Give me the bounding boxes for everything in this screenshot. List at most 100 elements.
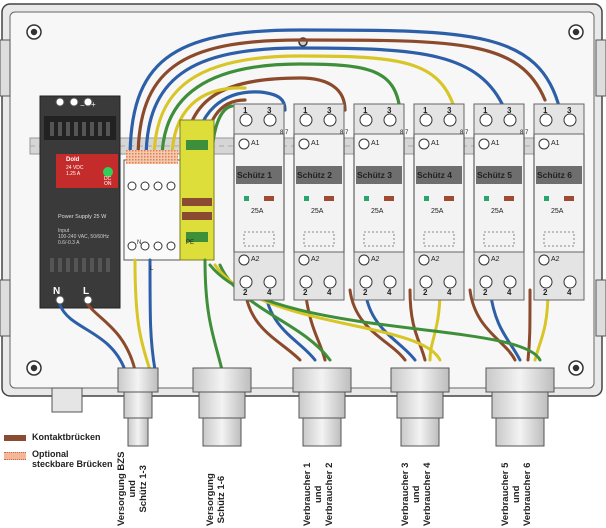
terminal-top-3: 3 xyxy=(267,106,272,115)
terminal-bottom-4: 4 xyxy=(387,288,392,297)
legend-contact-swatch xyxy=(4,435,26,441)
contactor-vent xyxy=(243,231,275,247)
ps-dc-label: DC xyxy=(104,176,112,182)
terminal-bottom-4: 4 xyxy=(567,288,572,297)
top-screw-icon xyxy=(539,113,553,127)
gland-body xyxy=(491,391,549,419)
gland-label-line: und xyxy=(126,480,138,498)
terminal-bottom-4: 4 xyxy=(267,288,272,297)
top-wiring xyxy=(128,28,562,162)
terminal-a2: A2 xyxy=(491,256,500,263)
contactor-name-band xyxy=(416,166,462,184)
status-led-green-icon xyxy=(544,196,549,201)
top-screw-icon xyxy=(443,113,457,127)
contactor-bridge-swatch xyxy=(504,196,514,201)
status-led-green-icon xyxy=(304,196,309,201)
top-screw-icon xyxy=(263,113,277,127)
gland-label-line: Versorgung xyxy=(205,473,216,526)
top-screw-icon xyxy=(323,113,337,127)
bottom-screw-icon xyxy=(443,275,457,289)
terminal-top-1: 1 xyxy=(303,106,308,115)
contactor-name: Schütz 1 xyxy=(237,170,272,180)
terminal-bottom-2: 2 xyxy=(243,288,248,297)
terminal-top-3: 3 xyxy=(387,106,392,115)
terminal-bottom-4: 4 xyxy=(327,288,332,297)
a1-screw-icon xyxy=(538,138,550,150)
contactor-name-band xyxy=(236,166,282,184)
gland-label-line: und xyxy=(510,485,522,504)
gland-body xyxy=(198,391,246,419)
bottom-screw-icon xyxy=(479,275,493,289)
terminal-bottom-2: 2 xyxy=(363,288,368,297)
bridge-label: 8.7 xyxy=(520,130,529,136)
terminal-a1: A1 xyxy=(311,140,320,147)
contactor-name-band xyxy=(356,166,402,184)
gland-nut xyxy=(117,367,159,393)
a2-screw-icon xyxy=(538,254,550,266)
gland-cap xyxy=(127,417,149,447)
status-led-green-icon xyxy=(484,196,489,201)
a2-screw-icon xyxy=(418,254,430,266)
bottom-wiring xyxy=(58,258,550,372)
terminal-block xyxy=(123,119,215,261)
a1-screw-icon xyxy=(478,138,490,150)
ps-input-title: Input xyxy=(58,228,70,234)
top-screw-icon xyxy=(479,113,493,127)
a2-screw-icon xyxy=(358,254,370,266)
terminal-bottom-2: 2 xyxy=(483,288,488,297)
bottom-screw-icon xyxy=(419,275,433,289)
contactor-rating: 25A xyxy=(311,208,324,215)
contactor-bridge-swatch xyxy=(564,196,574,201)
ps-spec-current: 1.25 A xyxy=(66,171,81,177)
bridge-label: 8.7 xyxy=(340,130,349,136)
gland-nut xyxy=(390,367,450,393)
terminal-bottom-2: 2 xyxy=(543,288,548,297)
a1-screw-icon xyxy=(358,138,370,150)
top-screw-icon xyxy=(563,113,577,127)
bridge-label: 8.7 xyxy=(460,130,469,136)
terminal-top-1: 1 xyxy=(543,106,548,115)
contactor-rating: 25A xyxy=(371,208,384,215)
terminal-a2: A2 xyxy=(431,256,440,263)
ps-top-minus: − xyxy=(80,101,85,110)
status-led-green-icon xyxy=(364,196,369,201)
ps-on-label: ON xyxy=(104,181,112,187)
ps-top-plus: + xyxy=(91,100,96,109)
a2-screw-icon xyxy=(478,254,490,266)
a1-screw-icon xyxy=(298,138,310,150)
contactor-rating: 25A xyxy=(431,208,444,215)
contactor-rating: 25A xyxy=(551,208,564,215)
gland-nut xyxy=(485,367,555,393)
terminal-top-3: 3 xyxy=(567,106,572,115)
contactor-name-band xyxy=(476,166,522,184)
a2-screw-icon xyxy=(298,254,310,266)
status-led-green-icon xyxy=(424,196,429,201)
terminal-bottom-4: 4 xyxy=(507,288,512,297)
enclosure-foot xyxy=(51,387,83,413)
gland-nut xyxy=(292,367,352,393)
gland-label-line: Verbraucher 1 xyxy=(301,462,313,526)
gland-label-line: und xyxy=(410,485,422,504)
top-screw-icon xyxy=(419,113,433,127)
contactor-name: Schütz 6 xyxy=(537,170,572,180)
status-led-green-icon xyxy=(244,196,249,201)
contactor-vent xyxy=(483,231,515,247)
contactor-vent xyxy=(363,231,395,247)
top-screw-icon xyxy=(359,113,373,127)
terminal-label-n: N xyxy=(137,240,142,246)
bottom-screw-icon xyxy=(263,275,277,289)
bottom-screw-icon xyxy=(383,275,397,289)
terminal-top-1: 1 xyxy=(363,106,368,115)
contactor-bridge-swatch xyxy=(264,196,274,201)
contactor-name: Schütz 2 xyxy=(297,170,332,180)
gland-body xyxy=(298,391,346,419)
ps-terminal-n: N xyxy=(53,286,61,297)
terminal-a1: A1 xyxy=(491,140,500,147)
gland-nut xyxy=(192,367,252,393)
terminal-a2: A2 xyxy=(251,256,260,263)
contactor-rating: 25A xyxy=(491,208,504,215)
contactor-vent xyxy=(423,231,455,247)
